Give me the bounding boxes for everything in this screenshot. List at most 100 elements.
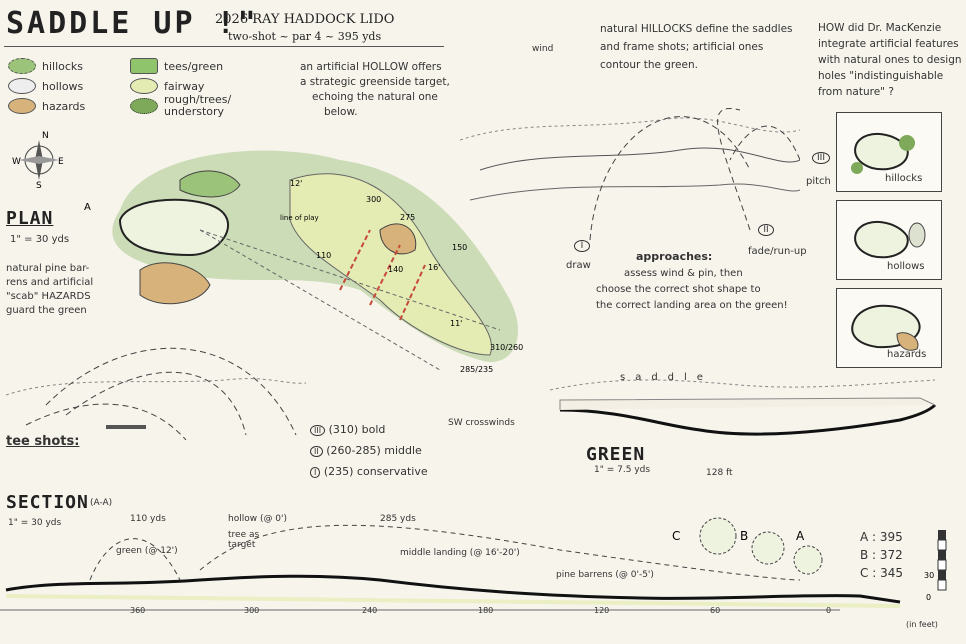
line-of-play — [199, 229, 441, 371]
legend-item-hazards: hazards — [8, 96, 85, 116]
legend-item-fairway: fairway — [130, 76, 244, 96]
hollow-note: an artificial HOLLOW offers a strategic … — [300, 61, 450, 118]
legend-item-hillocks: hillocks — [8, 56, 85, 76]
yardage-row: C : 345 — [860, 566, 903, 580]
legend-item-rough: rough/trees/ understory — [130, 94, 244, 118]
tee-arc-conservative — [25, 403, 187, 440]
draw-arc — [589, 116, 751, 240]
legend-item-tees: tees/green — [130, 56, 244, 76]
tee-shot-item: III (310) bold — [310, 420, 428, 441]
green-scale: 1" = 7.5 yds — [594, 465, 651, 475]
dist-9: 16' — [428, 263, 440, 272]
section-label-hollow: hollow (@ 0') — [228, 514, 288, 524]
section-profile — [0, 524, 901, 611]
approaches-note: assess wind & pin, then choose the corre… — [596, 268, 788, 311]
axis-tick: 120 — [594, 606, 610, 615]
tee-a-label: A — [796, 529, 805, 543]
shot-fade-roman: II — [758, 224, 774, 236]
tee-b-label: B — [740, 529, 748, 543]
axis-tick: 240 — [362, 606, 378, 615]
landing-line-2 — [369, 244, 401, 306]
ground-line — [5, 574, 901, 604]
compass-e: E — [58, 157, 64, 167]
axis-tick: 360 — [130, 606, 146, 615]
wind-label: wind — [532, 44, 554, 54]
tee-shots-list: III (310) bold II (260-285) middle I (23… — [310, 420, 428, 483]
plan-label: PLAN — [6, 208, 54, 229]
section-label: SECTION — [6, 492, 89, 513]
tee-arc-middle — [65, 371, 247, 436]
dist-1: 310/260 — [490, 343, 523, 352]
legend-left: hillocks hollows hazards — [8, 56, 85, 116]
page-title: SADDLE UP !" — [6, 6, 259, 41]
hazards-icon — [8, 98, 36, 114]
axis-tick: 180 — [478, 606, 494, 615]
yardages: A : 395 B : 372 C : 345 — [860, 528, 903, 582]
hillock-top — [179, 170, 241, 198]
pitch-arc — [729, 125, 800, 161]
yardage-row: B : 372 — [860, 548, 903, 562]
section-label-middle: middle landing (@ 16'-20') — [400, 548, 520, 558]
section-label-tree: tree as target — [228, 530, 260, 550]
fairway-icon — [130, 78, 158, 94]
axis-tick: 300 — [244, 606, 260, 615]
axis-unit: (in feet) — [906, 620, 938, 629]
green-label: GREEN — [586, 444, 646, 465]
header-subtitle: 2026 RAY HADDOCK LIDO — [215, 12, 395, 27]
section-scale: 1" = 30 yds — [8, 518, 62, 528]
yardage-row: A : 395 — [860, 530, 903, 544]
line-of-play-2 — [199, 229, 501, 331]
y-tick-30: 30 — [924, 571, 934, 580]
green-width: 128 ft — [706, 468, 733, 478]
shot-draw-label: draw — [566, 260, 591, 271]
approaches-title: approaches: — [636, 250, 713, 263]
tee-sketch — [6, 347, 306, 440]
shot-fade-label: fade/run-up — [748, 246, 807, 257]
tee-arc-bold — [45, 347, 297, 436]
compass-n: N — [42, 131, 49, 141]
plan-drawing: A line of play 310/260 285/235 110 140 1… — [84, 150, 523, 374]
header-divider — [4, 46, 444, 47]
shot-pitch-roman: III — [812, 152, 830, 164]
tee-shot-item: II (260-285) middle — [310, 441, 428, 462]
legend-right: tees/green fairway rough/trees/ understo… — [130, 56, 244, 118]
crosswinds-label: SW crosswinds — [448, 418, 515, 428]
hillocks-icon — [8, 58, 36, 74]
thumb-hollows: hollows — [836, 200, 942, 280]
shot-draw-roman: I — [574, 240, 590, 252]
compass-w: W — [12, 157, 21, 167]
tee-shots-label: tee shots: — [6, 434, 80, 449]
dist-7: 275 — [400, 213, 415, 222]
section-label-pine: pine barrens (@ 0'-5') — [556, 570, 654, 580]
line-of-play-label: line of play — [280, 214, 319, 222]
vertical-scale: 30 0 — [924, 530, 947, 602]
dist-6: 300 — [366, 195, 381, 204]
landing-line-1 — [339, 229, 371, 291]
rough-icon — [130, 98, 158, 114]
green-profile — [559, 403, 937, 436]
tee-boxes: C B A — [672, 517, 823, 575]
question-note: HOW did Dr. MacKenzie integrate artifici… — [818, 22, 962, 98]
hollows-icon — [8, 78, 36, 94]
dist-8: 12' — [290, 179, 302, 188]
section-label-green: green (@ 12') — [116, 546, 178, 556]
legend-item-hollows: hollows — [8, 76, 85, 96]
dist-10: 11' — [450, 319, 462, 328]
plan-scale: 1" = 30 yds — [10, 234, 70, 245]
fairway-area — [289, 173, 492, 356]
hazard-left — [139, 262, 211, 305]
section-label-285: 285 yds — [380, 514, 416, 524]
compass-rose: N S E W — [12, 131, 64, 188]
hazard-center — [379, 223, 417, 255]
green-section — [549, 379, 937, 436]
saddle-label: saddle — [620, 372, 713, 383]
tee-shot-item: I (235) conservative — [310, 462, 428, 483]
y-tick-0: 0 — [926, 593, 931, 602]
plan-marker-a: A — [84, 202, 91, 213]
tees-green-icon — [130, 58, 158, 74]
thumb-hillocks: hillocks — [836, 112, 942, 192]
compass-s: S — [36, 181, 42, 188]
section-sub: (A-A) — [90, 498, 113, 508]
axis-tick: 0 — [826, 606, 832, 615]
dist-4: 140 — [388, 265, 403, 274]
